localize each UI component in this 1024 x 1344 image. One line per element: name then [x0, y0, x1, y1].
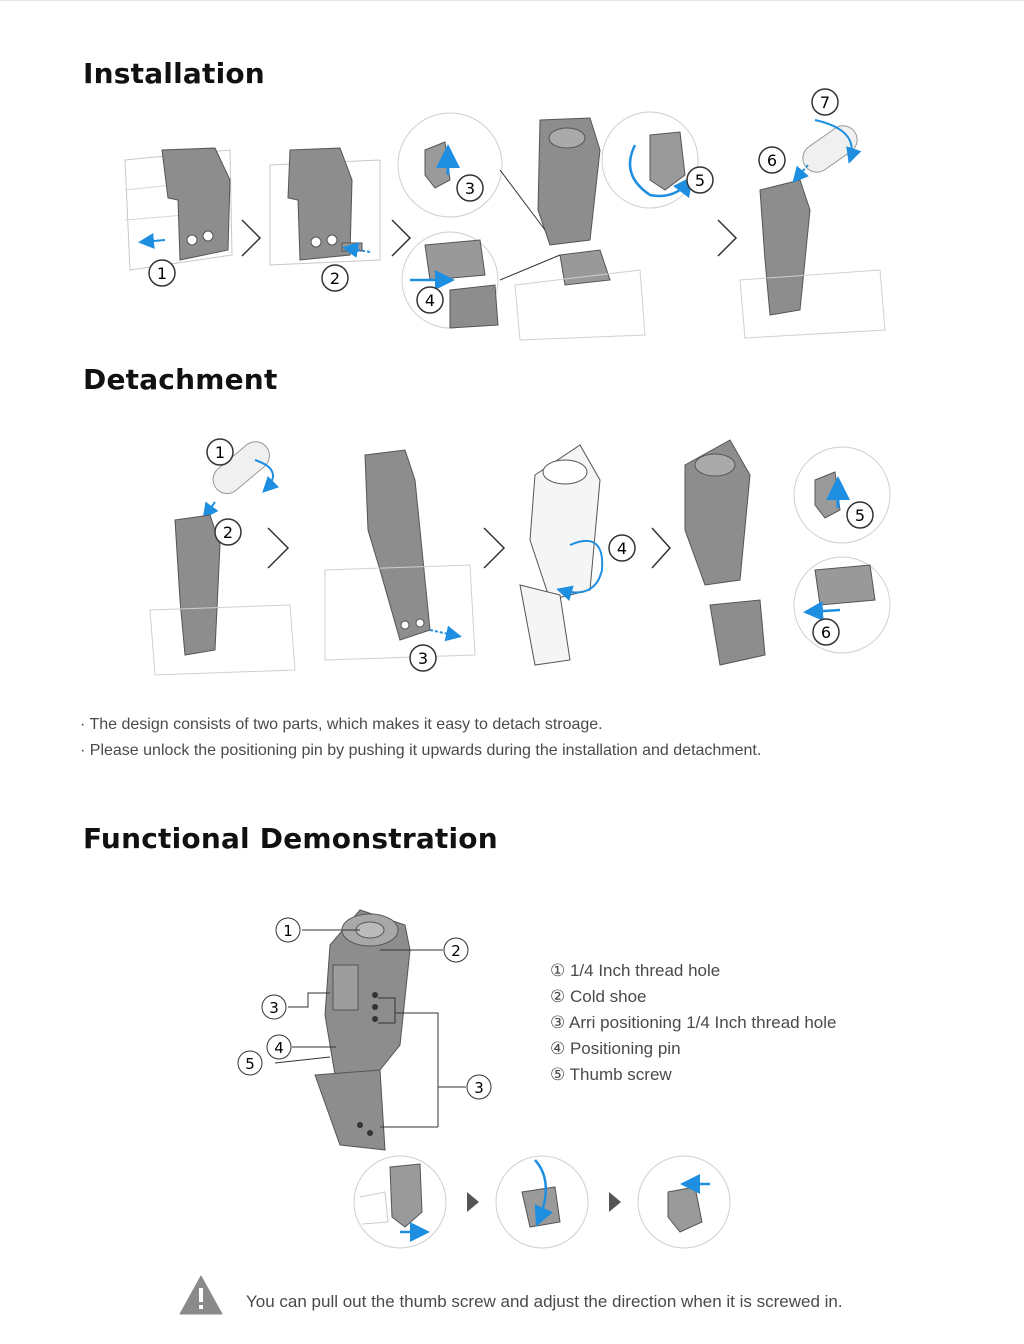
svg-text:4: 4 [617, 539, 627, 558]
detach-callout-2: 2 [214, 518, 242, 546]
detach-callout-5: 5 [846, 501, 874, 529]
thumb-step-2 [495, 1155, 589, 1249]
svg-text:1: 1 [215, 443, 225, 462]
svg-text:3: 3 [465, 179, 475, 198]
detach-step5-figure [684, 439, 891, 666]
install-step2-figure [269, 147, 381, 266]
install-callout-2: 2 [321, 264, 349, 292]
thumb-step-3 [637, 1155, 731, 1249]
warning-icon [179, 1275, 223, 1315]
parts-callout-1: 1 [275, 917, 301, 943]
chevron-right-icon [267, 527, 290, 569]
svg-text:3: 3 [474, 1079, 484, 1097]
play-triangle-icon [609, 1192, 621, 1212]
install-zoom-5: 5 [601, 111, 714, 209]
install-main-figure [499, 117, 646, 341]
svg-text:5: 5 [695, 171, 705, 190]
thumb-step-1 [353, 1155, 447, 1249]
svg-text:2: 2 [451, 942, 461, 960]
installation-diagram: 1 2 3 4 [124, 88, 886, 341]
svg-text:6: 6 [767, 151, 777, 170]
chevron-right-icon [717, 219, 738, 257]
note-line-2: · Please unlock the positioning pin by p… [80, 742, 762, 759]
legend-item-positioning-pin: ④ Positioning pin [550, 1039, 681, 1058]
chevron-right-icon [483, 527, 506, 569]
detach-callout-4: 4 [608, 534, 636, 562]
parts-callout-5: 5 [237, 1050, 263, 1076]
legend-item-arri-hole: ③ Arri positioning 1/4 Inch thread hole [550, 1013, 837, 1032]
play-triangle-icon [467, 1192, 479, 1212]
svg-text:2: 2 [330, 269, 340, 288]
chevron-right-icon [241, 219, 262, 257]
detachment-heading: Detachment [83, 363, 278, 396]
svg-text:4: 4 [425, 291, 435, 310]
svg-text:1: 1 [157, 264, 167, 283]
detach-callout-3: 3 [409, 644, 437, 672]
chevron-right-icon [651, 527, 672, 569]
detach-step3-figure [324, 449, 476, 661]
installation-heading: Installation [83, 57, 265, 90]
svg-text:5: 5 [855, 506, 865, 525]
svg-text:4: 4 [274, 1039, 284, 1057]
parts-diagram: 1 2 3 4 5 3 [237, 909, 492, 1151]
svg-text:7: 7 [820, 93, 830, 112]
svg-text:5: 5 [245, 1055, 255, 1073]
parts-callout-3: 3 [261, 994, 287, 1020]
svg-text:6: 6 [821, 623, 831, 642]
legend-item-thumb-screw: ⑤ Thumb screw [550, 1065, 672, 1084]
functional-heading: Functional Demonstration [83, 822, 498, 855]
chevron-right-icon [391, 219, 412, 257]
svg-text:2: 2 [223, 523, 233, 542]
parts-callout-3b: 3 [466, 1074, 492, 1100]
detach-callout-6: 6 [812, 618, 840, 646]
legend-item-cold-shoe: ② Cold shoe [550, 987, 647, 1006]
install-zoom-4: 4 [401, 231, 499, 329]
tip-text: You can pull out the thumb screw and adj… [246, 1292, 843, 1311]
parts-callout-2: 2 [443, 937, 469, 963]
thumb-screw-sequence [353, 1155, 731, 1249]
parts-callout-4: 4 [266, 1034, 292, 1060]
detach-callout-1: 1 [206, 438, 234, 466]
svg-text:3: 3 [269, 999, 279, 1017]
install-step1-figure [124, 147, 233, 271]
leader-lines [274, 929, 466, 1128]
legend-item-thread-hole: ① 1/4 Inch thread hole [550, 961, 721, 980]
svg-text:1: 1 [283, 922, 293, 940]
top-divider [0, 0, 1024, 1]
install-zoom-3: 3 [397, 112, 503, 218]
detachment-diagram: 1 2 3 4 5 [149, 438, 891, 676]
install-callout-1: 1 [148, 259, 176, 287]
parts-legend: ① 1/4 Inch thread hole ② Cold shoe ③ Arr… [550, 958, 836, 1088]
svg-text:3: 3 [418, 649, 428, 668]
note-line-1: · The design consists of two parts, whic… [80, 716, 603, 733]
detach-step4-figure [519, 444, 604, 666]
detach-step1-figure [149, 441, 296, 676]
install-step6-figure: 6 7 [739, 88, 886, 339]
handle-figure [314, 909, 411, 1151]
